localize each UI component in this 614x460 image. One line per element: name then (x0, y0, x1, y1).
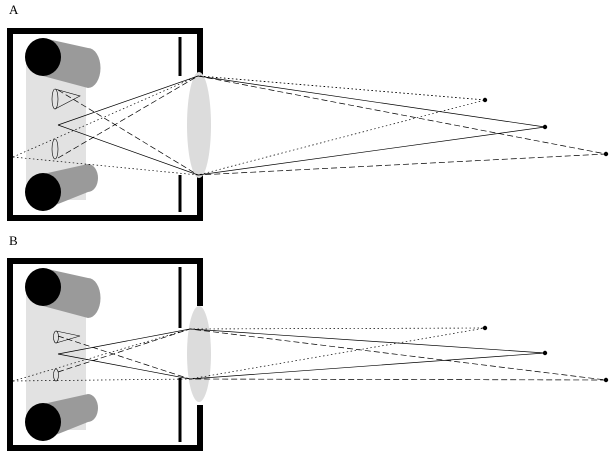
rays-b (12, 327, 607, 382)
roller-top (25, 38, 101, 88)
rays-a (12, 75, 607, 176)
focus-point-dashed (603, 151, 609, 157)
roller-bottom (25, 394, 98, 441)
focus-point-solid (542, 124, 548, 130)
chamber-frame (7, 28, 203, 221)
cone-outlines (51, 88, 81, 160)
focus-point-solid (542, 350, 548, 356)
panel-label-b: B (9, 233, 18, 248)
roller-bottom (25, 164, 98, 211)
panel-a (7, 28, 609, 221)
focus-point-dotted (482, 325, 488, 331)
chamber-frame (7, 258, 203, 451)
panel-b (7, 258, 609, 451)
lens (187, 72, 211, 178)
panel-label-a: A (9, 2, 19, 17)
cone-outlines (53, 330, 81, 382)
lens (187, 306, 211, 402)
focus-point-dotted (482, 97, 488, 103)
roller-top (25, 268, 101, 318)
focus-point-dashed (603, 377, 609, 383)
